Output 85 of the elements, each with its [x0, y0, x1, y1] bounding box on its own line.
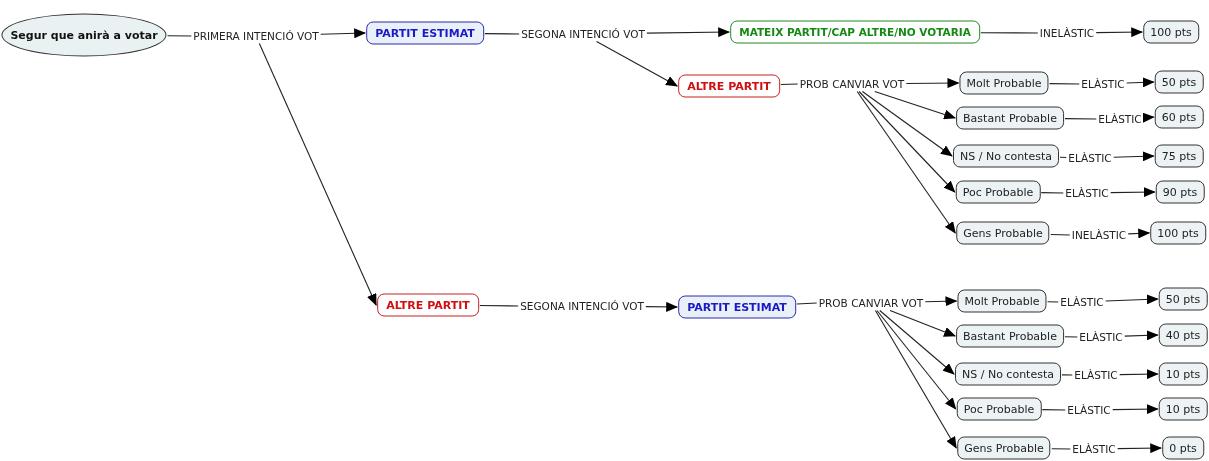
concept-box: 10 pts	[1158, 397, 1208, 421]
connector-line	[796, 302, 818, 305]
arrow	[258, 42, 377, 306]
concept-box: Poc Probable	[955, 180, 1041, 204]
connector-line	[166, 35, 192, 37]
linking-phrase: ELÀSTIC	[1067, 151, 1113, 165]
concept-box: PARTIT ESTIMAT	[366, 21, 484, 45]
arrow	[1113, 151, 1155, 162]
concept-box: ALTRE PARTIT	[678, 74, 780, 98]
linking-phrase: SEGONA INTENCIÓ VOT	[519, 299, 645, 313]
concept-box: Gens Probable	[956, 221, 1050, 245]
arrow	[889, 309, 956, 337]
arrow	[924, 296, 958, 307]
connector-line	[980, 32, 1039, 34]
arrow	[876, 309, 957, 410]
linking-phrase: ELÀSTIC	[1080, 77, 1126, 91]
linking-phrase: SEGONA INTENCIÓ VOT	[520, 27, 646, 41]
concept-box: 50 pts	[1154, 70, 1204, 94]
connector-line	[1051, 448, 1071, 450]
connector-line	[780, 83, 799, 86]
connector-line	[484, 33, 520, 35]
concept-box: 100 pts	[1150, 221, 1206, 245]
arrow	[1142, 112, 1155, 123]
connector-line	[1049, 83, 1080, 85]
linking-phrase: PRIMERA INTENCIÓ VOT	[192, 29, 320, 43]
arrow	[1117, 443, 1163, 454]
connector-line	[1047, 301, 1059, 303]
concept-box: NS / No contesta	[955, 362, 1061, 386]
connector-line	[1050, 233, 1071, 236]
arrow	[1127, 228, 1151, 239]
linking-phrase: ELÀSTIC	[1097, 112, 1143, 126]
arrow	[1126, 77, 1155, 88]
concept-box: 40 pts	[1158, 323, 1208, 347]
connector-line	[1040, 192, 1064, 194]
connector-line	[1064, 118, 1097, 120]
concept-box: 50 pts	[1158, 287, 1208, 311]
linking-phrase: ELÀSTIC	[1059, 295, 1105, 309]
concept-box: Gens Probable	[957, 436, 1051, 460]
concept-box: PARTIT ESTIMAT	[678, 295, 796, 319]
arrow	[1119, 369, 1159, 380]
arrow	[1124, 330, 1159, 341]
linking-phrase: PROB CANVIAR VOT	[817, 296, 925, 310]
concept-box: 75 pts	[1154, 144, 1204, 168]
connector-line	[1064, 336, 1078, 338]
concept-box: 0 pts	[1162, 436, 1204, 460]
arrow	[874, 90, 957, 120]
linking-phrase: INELÀSTIC	[1070, 228, 1128, 242]
concept-box: Poc Probable	[956, 397, 1042, 421]
concept-box: Molt Probable	[959, 71, 1049, 95]
arrow	[874, 309, 957, 449]
concept-box: 10 pts	[1158, 362, 1208, 386]
linking-phrase: ELÀSTIC	[1078, 330, 1124, 344]
arrow	[861, 90, 953, 157]
concept-ellipse: Segur que anirà a votar	[1, 13, 167, 57]
concept-box: ALTRE PARTIT	[377, 293, 479, 317]
arrow	[905, 78, 960, 89]
arrow	[645, 301, 679, 312]
connector-line	[479, 305, 519, 307]
arrow	[858, 90, 956, 193]
linking-phrase: ELÀSTIC	[1064, 186, 1110, 200]
arrow	[879, 309, 955, 375]
connector-line	[1059, 156, 1067, 158]
linking-phrase: ELÀSTIC	[1066, 403, 1112, 417]
concept-box: NS / No contesta	[953, 144, 1059, 168]
arrow	[1095, 27, 1144, 38]
arrow	[596, 40, 679, 87]
linking-phrase: ELÀSTIC	[1073, 368, 1119, 382]
concept-box: Molt Probable	[957, 289, 1047, 313]
arrow	[1105, 294, 1159, 305]
concept-box: Bastant Probable	[956, 324, 1064, 348]
arrow	[856, 90, 956, 234]
concept-box: Bastant Probable	[956, 106, 1064, 130]
concept-box: MATEIX PARTIT/CAP ALTRE/NO VOTARIA	[730, 20, 980, 44]
arrow	[320, 28, 367, 39]
connector-line	[1041, 409, 1066, 411]
concept-box: 90 pts	[1155, 180, 1205, 204]
arrow	[1110, 187, 1156, 198]
concept-box: 60 pts	[1154, 105, 1204, 129]
linking-phrase: ELÀSTIC	[1071, 442, 1117, 456]
linking-phrase: PROB CANVIAR VOT	[798, 77, 906, 91]
concept-box: 100 pts	[1143, 20, 1199, 44]
linking-phrase: INELÀSTIC	[1038, 26, 1096, 40]
arrow	[1112, 404, 1159, 415]
arrow	[646, 27, 731, 38]
connector-line	[1061, 374, 1073, 376]
